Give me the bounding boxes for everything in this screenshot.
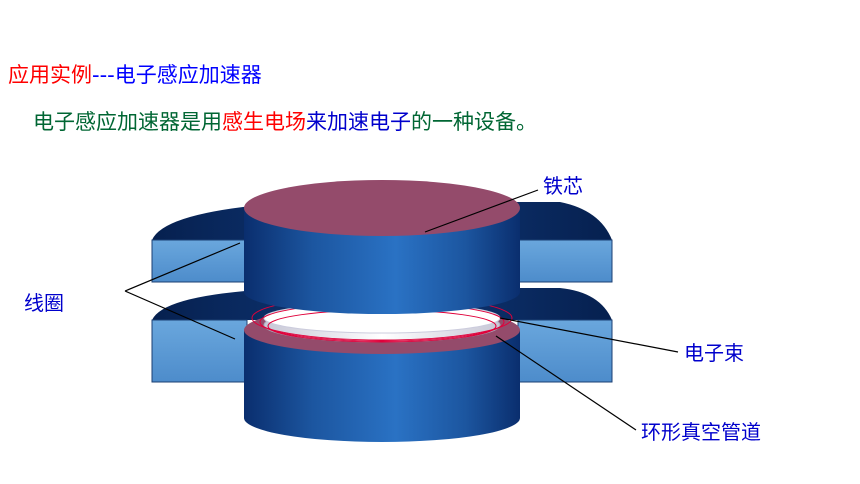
sentence-induced-electric-field: 感生电场 <box>222 110 306 134</box>
leader-coil-upper <box>124 242 241 292</box>
lower-coil-right-face <box>517 319 613 383</box>
leader-core <box>424 189 539 233</box>
label-coil: 线圈 <box>24 291 64 315</box>
description-sentence: 电子感应加速器是用感生电场来加速电子的一种设备。 <box>33 107 537 137</box>
sentence-part-3: 来加速 <box>306 110 369 134</box>
lower-coil-left-face <box>151 319 248 383</box>
label-core: 铁芯 <box>543 174 583 198</box>
leader-coil-lower <box>124 290 236 340</box>
sentence-part-1: 电子感应加速器是用 <box>33 110 222 134</box>
leader-lines <box>124 189 679 431</box>
label-electron-beam: 电子束 <box>684 341 744 365</box>
upper-coil-right-face <box>517 239 613 283</box>
leader-beam <box>499 317 679 353</box>
lower-core-side <box>244 330 520 442</box>
leader-tube <box>495 335 637 431</box>
heading-application-example: 应用实例 <box>8 63 92 87</box>
upper-core-top <box>244 180 520 236</box>
sentence-part-5: 的一种设备。 <box>411 110 537 134</box>
slide-heading: 应用实例---电子感应加速器 <box>8 60 262 90</box>
heading-accelerator-title: ---电子感应加速器 <box>92 63 262 87</box>
sentence-electron: 电子 <box>369 110 411 134</box>
upper-core-side <box>244 208 520 314</box>
upper-core <box>244 180 520 314</box>
label-vacuum-tube: 环形真空管道 <box>641 420 761 444</box>
